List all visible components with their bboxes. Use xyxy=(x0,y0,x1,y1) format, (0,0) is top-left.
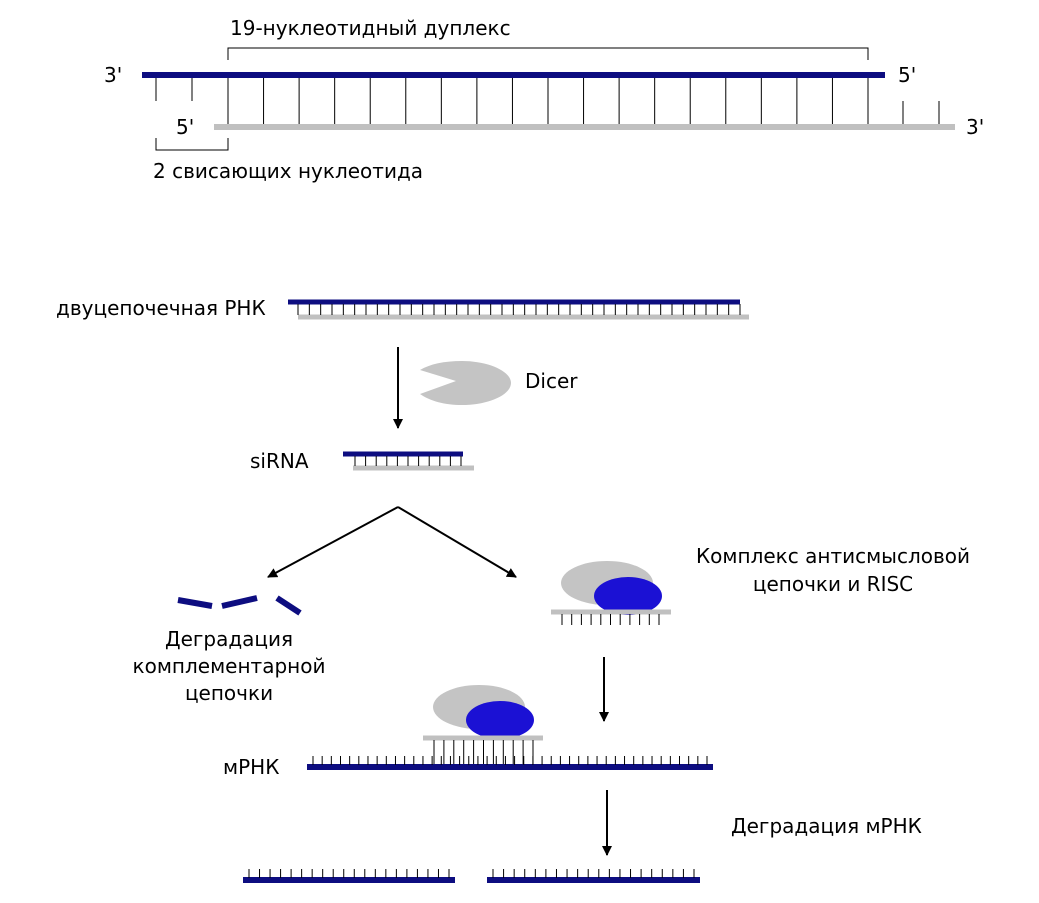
degradation-label-line1: Деградация xyxy=(165,627,293,651)
arrow-to-risc xyxy=(397,506,517,578)
end-label-5-top-right: 5' xyxy=(898,63,916,87)
duplex-bracket xyxy=(227,47,869,60)
overhang-ticks-left xyxy=(155,78,193,101)
sirna-base-pairs xyxy=(354,456,462,466)
risc-mrna-complex xyxy=(423,685,543,764)
risc-blue-protein-icon xyxy=(594,577,662,615)
risc-label-line1: Комплекс антисмысловой xyxy=(696,544,970,568)
bound-base-pairs xyxy=(433,740,534,764)
dsrna-base-pairs xyxy=(297,304,741,315)
degraded-fragment-1 xyxy=(177,597,213,609)
overhang-ticks-right xyxy=(902,101,940,124)
risc-base-ticks xyxy=(561,614,660,625)
risc-complex xyxy=(551,561,671,625)
duplex-label: 19-нуклеотидный дуплекс xyxy=(230,16,511,40)
mrna-fragment-right-bases xyxy=(492,869,695,878)
sirna-group: siRNA xyxy=(250,449,474,473)
sirna-detail: 19-нуклеотидный дуплекс 3' 5' 5' 3' 2 св… xyxy=(104,16,984,183)
overhang-label: 2 свисающих нуклеотида xyxy=(153,159,423,183)
dsrna-group: двуцепочечная РНК xyxy=(56,296,749,320)
overhang-bracket xyxy=(155,138,229,151)
dicer-enzyme-icon xyxy=(420,361,511,405)
arrow-to-degradation xyxy=(267,506,399,578)
degraded-fragment-2 xyxy=(221,595,258,609)
degraded-fragment-3 xyxy=(275,595,302,616)
mrna-degradation-label: Деградация мРНК xyxy=(731,814,922,838)
end-label-3-bottom-right: 3' xyxy=(966,115,984,139)
base-pair-ticks xyxy=(227,78,869,124)
dicer-label: Dicer xyxy=(525,369,578,393)
sirna-label: siRNA xyxy=(250,449,309,473)
degraded-strand xyxy=(177,595,302,616)
degradation-label-line3: цепочки xyxy=(185,681,273,705)
dsrna-label: двуцепочечная РНК xyxy=(56,296,266,320)
mrna-bases xyxy=(312,756,708,765)
end-label-3-top-left: 3' xyxy=(104,63,122,87)
bound-risc-blue-protein-icon xyxy=(466,701,534,739)
mrna-fragment-left-bases xyxy=(248,869,450,878)
degradation-label-line2: комплементарной xyxy=(133,654,326,678)
end-label-5-bottom-left: 5' xyxy=(176,115,194,139)
mrna-label: мРНК xyxy=(223,755,279,779)
risc-label-line2: цепочки и RISC xyxy=(753,572,913,596)
